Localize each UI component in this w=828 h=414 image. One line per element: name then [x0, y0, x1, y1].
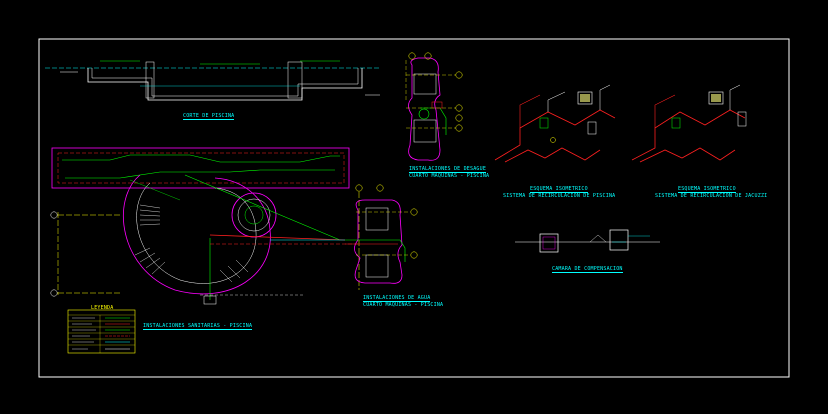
- subtitle-drain-installations: CUARTO MAQUINAS - PISCINA: [409, 173, 490, 179]
- isometric-jacuzzi-drawing[interactable]: [631, 84, 747, 163]
- title-pool-section: CORTE DE PISCINA: [183, 113, 235, 120]
- water-machine-room-drawing[interactable]: [345, 184, 418, 284]
- title-water-installations: INSTALACIONES DE AGUA: [363, 295, 431, 302]
- title-compensation-chamber: CAMARA DE COMPENSACION: [552, 266, 623, 273]
- sanitary-plan-drawing[interactable]: [50, 147, 360, 305]
- title-isometric-jacuzzi: ESQUEMA ISOMETRICO: [678, 186, 736, 193]
- drawing-frame: [38, 38, 790, 378]
- subtitle-isometric-jacuzzi: SISTEMA DE RECIRCULACION DE JACUZZI: [655, 193, 768, 199]
- title-drain-installations: INSTALACIONES DE DESAGUE: [409, 166, 487, 173]
- legend-title: LEYENDA: [91, 305, 114, 311]
- legend-table[interactable]: [67, 309, 136, 354]
- title-sanitary-installations: INSTALACIONES SANITARIAS - PISCINA: [143, 323, 253, 330]
- pool-section-drawing[interactable]: [45, 60, 380, 101]
- isometric-pool-drawing[interactable]: [494, 84, 616, 163]
- drain-machine-room-drawing[interactable]: [405, 52, 463, 161]
- title-isometric-pool: ESQUEMA ISOMETRICO: [530, 186, 588, 193]
- subtitle-isometric-pool: SISTEMA DE RECIRCULACION DE PISCINA: [503, 193, 616, 199]
- compensation-chamber-drawing[interactable]: [515, 229, 660, 253]
- subtitle-water-installations: CUARTO MAQUINAS - PISCINA: [363, 302, 444, 308]
